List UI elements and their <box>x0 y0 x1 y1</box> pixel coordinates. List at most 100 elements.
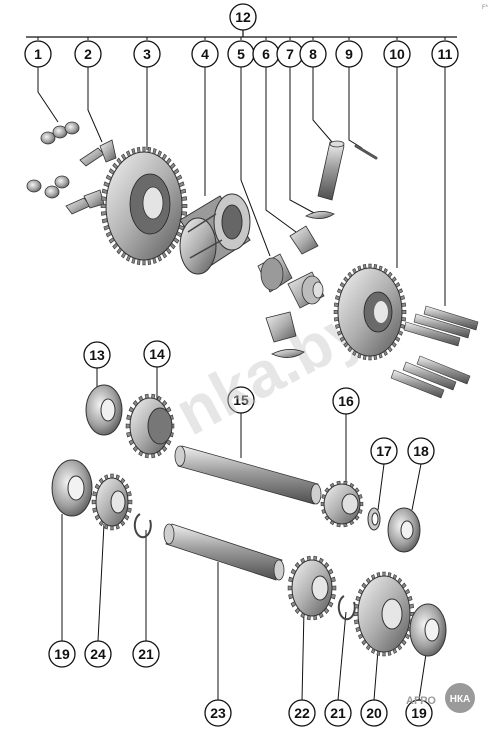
part-6-bevel-pinion <box>289 225 319 255</box>
callout-c23-circle <box>204 699 232 727</box>
leader-c20 <box>373 649 379 701</box>
part-11-bolts <box>390 305 479 399</box>
part-5-bevel-gears <box>257 253 325 343</box>
callout-c24-label: 24 <box>90 646 106 662</box>
callout-c18: 18 <box>407 437 435 465</box>
callout-5-label: 5 <box>237 46 245 62</box>
part-4-differential-housing <box>179 193 251 275</box>
callout-9-circle <box>335 40 363 68</box>
callout-4-circle <box>191 40 219 68</box>
leader-c19b <box>418 653 427 701</box>
part-19-bearing-left <box>51 459 93 517</box>
callout-10: 10 <box>383 40 411 68</box>
callout-c21b-label: 21 <box>330 705 346 721</box>
callout-c24: 24 <box>84 640 112 668</box>
callout-c17: 17 <box>370 437 398 465</box>
leader-c22 <box>301 609 305 701</box>
callout-c19a-circle <box>48 640 76 668</box>
callout-1: 1 <box>24 40 52 68</box>
callout-1-label: 1 <box>34 46 42 62</box>
part-10-ring-gear <box>333 263 407 361</box>
callout-c14-label: 14 <box>149 346 165 362</box>
callout-11-circle <box>431 40 459 68</box>
logo-badge-circle <box>445 683 475 713</box>
callout-7: 7 <box>276 40 304 68</box>
brand-logo: АГРО НКА <box>406 683 475 713</box>
callout-c16-circle <box>332 387 360 415</box>
callout-c22-circle <box>288 699 316 727</box>
callout-c23-label: 23 <box>210 705 226 721</box>
callout-c19b-label: 19 <box>411 705 427 721</box>
callout-12: 12 <box>229 3 257 31</box>
leader-1 <box>37 67 59 123</box>
callout-c21b: 21 <box>324 699 352 727</box>
part-1-washers <box>26 121 80 199</box>
callout-c16-label: 16 <box>338 393 354 409</box>
callout-c22: 22 <box>288 699 316 727</box>
callout-3-label: 3 <box>143 46 151 62</box>
callout-c22-label: 22 <box>294 705 310 721</box>
callout-c20: 20 <box>360 699 388 727</box>
callout-c15-label: 15 <box>233 392 249 408</box>
callout-8-circle <box>299 40 327 68</box>
callout-c21a-circle <box>132 640 160 668</box>
callout-c13-circle <box>83 341 111 369</box>
callout-9: 9 <box>335 40 363 68</box>
callout-c21a-label: 21 <box>138 646 154 662</box>
callout-5: 5 <box>227 40 255 68</box>
callout-3-circle <box>133 40 161 68</box>
part-16-gear <box>320 480 364 528</box>
part-15-splined-shaft <box>174 445 322 505</box>
callout-10-circle <box>383 40 411 68</box>
part-7-thrust-washers <box>271 211 335 358</box>
callout-c20-label: 20 <box>366 705 382 721</box>
part-18-bearing <box>387 507 421 553</box>
callout-6-label: 6 <box>262 46 270 62</box>
callout-11-label: 11 <box>438 46 453 62</box>
callout-11: 11 <box>431 40 459 68</box>
callout-c18-circle <box>407 437 435 465</box>
part-23-output-shaft <box>163 523 285 581</box>
part-3-crown-gear <box>100 146 188 266</box>
callout-c18-label: 18 <box>413 443 429 459</box>
callout-c23: 23 <box>204 699 232 727</box>
callout-12-label: 12 <box>235 9 251 25</box>
logo-text-left: АГРО <box>406 695 436 707</box>
callout-c14-circle <box>143 340 171 368</box>
callout-c17-label: 17 <box>376 443 392 459</box>
part-22-gear <box>287 555 337 621</box>
callout-c19a: 19 <box>48 640 76 668</box>
part-9-pin <box>354 144 378 160</box>
corner-mark: F* <box>482 5 489 11</box>
part-13-bearing <box>85 384 123 436</box>
part-21-circlip-left <box>133 513 152 539</box>
callout-c20-circle <box>360 699 388 727</box>
leader-c18 <box>411 463 422 511</box>
leader-8 <box>312 67 333 143</box>
callout-c13-label: 13 <box>89 347 105 363</box>
callout-c21a: 21 <box>132 640 160 668</box>
callout-4: 4 <box>191 40 219 68</box>
callout-c19b-circle <box>405 699 433 727</box>
callout-1-circle <box>24 40 52 68</box>
callout-8-label: 8 <box>309 46 317 62</box>
callout-c24-circle <box>84 640 112 668</box>
part-21-circlip-right <box>337 595 356 621</box>
callout-2-circle <box>74 40 102 68</box>
callout-4-label: 4 <box>201 46 209 62</box>
part-8-cross-pin <box>317 140 345 201</box>
part-24-gear <box>91 473 133 531</box>
part-20-gear <box>353 571 415 657</box>
callout-c16: 16 <box>332 387 360 415</box>
callout-c17-circle <box>370 437 398 465</box>
callout-10-label: 10 <box>389 46 405 62</box>
part-14-gear <box>125 393 175 459</box>
part-2-lock-plates <box>65 139 117 215</box>
callout-c19b: 19 <box>405 699 433 727</box>
leader-c17 <box>377 463 385 511</box>
callout-9-label: 9 <box>345 46 353 62</box>
callout-c14: 14 <box>143 340 171 368</box>
